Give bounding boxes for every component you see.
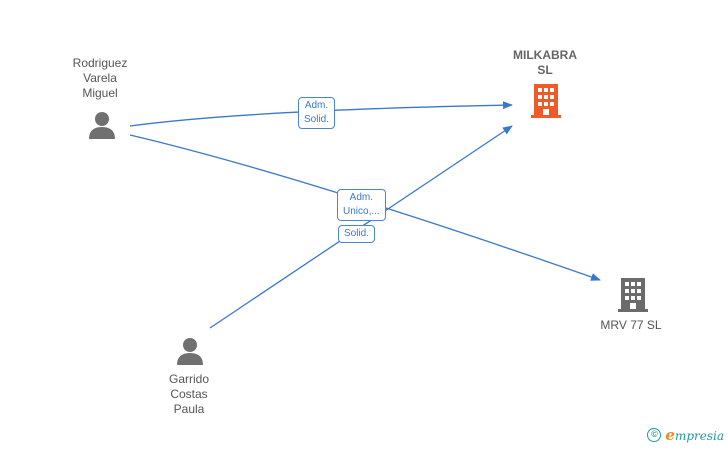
building-icon[interactable] bbox=[618, 278, 648, 312]
person-label-rodriguez[interactable]: Rodriguez Varela Miguel bbox=[72, 56, 128, 100]
empresia-watermark: © empresia bbox=[647, 426, 724, 444]
brand-logo: empresia bbox=[665, 426, 724, 444]
building-icon[interactable] bbox=[531, 84, 561, 118]
edge-label-adm-unico[interactable]: Adm. Unico,... bbox=[337, 189, 386, 221]
edge-rodriguez-milkabra bbox=[129, 101, 513, 127]
edge-rodriguez-mrv77 bbox=[129, 134, 601, 281]
company-label-mrv77[interactable]: MRV 77 SL bbox=[600, 318, 662, 332]
person-label-garrido[interactable]: Garrido Costas Paula bbox=[168, 372, 210, 416]
company-label-milkabra[interactable]: MILKABRA SL bbox=[513, 48, 577, 77]
person-icon[interactable] bbox=[177, 338, 203, 365]
person-icon[interactable] bbox=[89, 112, 115, 139]
copyright-icon: © bbox=[647, 428, 662, 442]
edge-label-solid[interactable]: Solid. bbox=[338, 225, 376, 243]
edge-label-adm-solid[interactable]: Adm. Solid. bbox=[298, 97, 336, 129]
